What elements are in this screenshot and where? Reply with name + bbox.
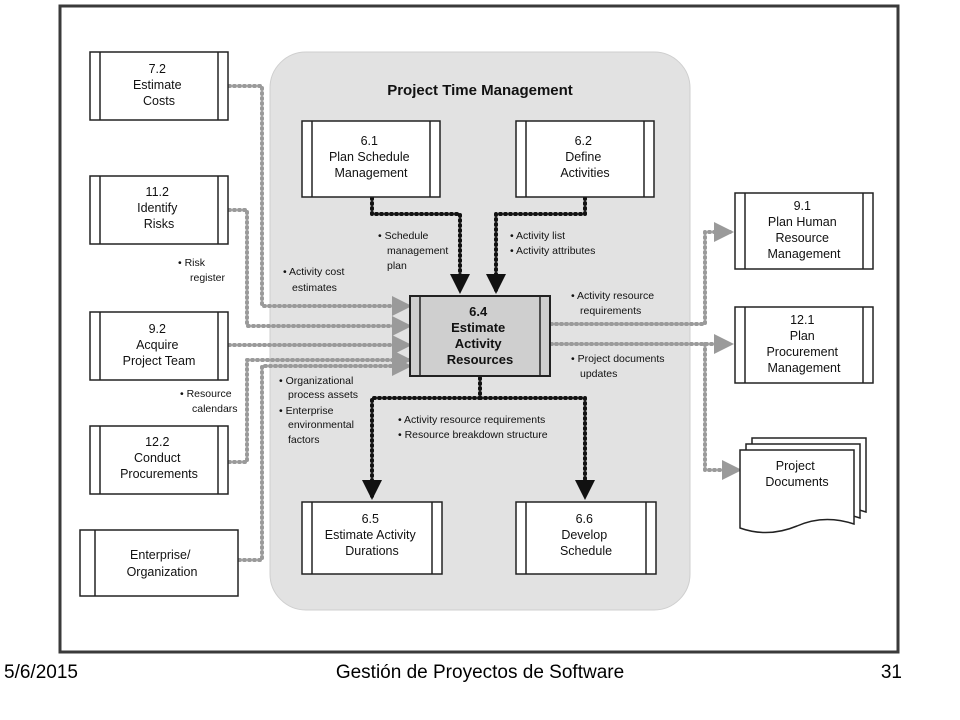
connector-hr [549,222,734,326]
label-org-assets: • Organizational process assets • Enterp… [279,375,361,446]
node-6-5: 6.5 Estimate Activity Durations [301,501,443,575]
svg-text:Enterprise/ Organization: Enterprise/ Organization [127,548,198,579]
connector-to-durations [362,376,482,500]
label-activity-cost-estimates: • Activity cost estimates [283,266,347,294]
svg-text:6.2 Define Activit: 6.2 Define Activities [560,134,609,180]
svg-text:6.1 Plan Schedule: 6.1 Plan Schedule Management [329,134,413,180]
label-activity-list: • Activity list • Activity attributes [510,230,595,257]
svg-text:12.1 Plan Procurem: 12.1 Plan Procurement Management [766,313,841,375]
svg-text:11.2 Identify Risk: 11.2 Identify Risks [137,185,181,231]
connector-define-activities [486,196,587,294]
connector-enterprise [237,356,412,562]
label-project-documents-updates: • Project documents updates [571,353,667,380]
node-12-2: 12.2 Conduct Procurements [89,425,229,495]
label-activity-resource-requirements: • Activity resource requirements [571,290,657,317]
slide-page-number: 31 [880,662,902,683]
node-11-2: 11.2 Identify Risks [89,175,229,245]
connector-plan-schedule [370,196,470,294]
node-6-1: 6.1 Plan Schedule Management [301,120,441,198]
slide-date: 5/6/2015 [4,662,78,683]
project-documents-icon: Project Documents [739,437,867,534]
node-9-2: 9.2 Acquire Project Team [89,311,229,381]
label-resource-calendars: • Resource calendars [180,388,238,415]
svg-text:Project Documents: Project Documents [765,459,828,489]
svg-text:6.5 Estimate Activity: 6.5 Estimate Activity Durations [325,512,419,558]
node-7-2: 7.2 Estimate Costs [89,51,229,121]
slide-footer-title: Gestión de Proyectos de Software [335,662,625,683]
label-requirements-breakdown: • Activity resource requirements • Resou… [398,414,548,441]
connector-procurements [227,350,412,464]
process-diagram: Project Time Management 7.2 Estimate Cos… [58,4,900,654]
group-title: Project Time Management [387,82,573,99]
node-9-1: 9.1 Plan Human Resource Management [734,192,874,270]
svg-text:9.1 Plan Human Res: 9.1 Plan Human Resource Management [768,199,841,261]
node-enterprise-organization: Enterprise/ Organization [79,529,239,597]
svg-text:7.2 Estimate Costs: 7.2 Estimate Costs [133,62,185,108]
node-6-2: 6.2 Define Activities [515,120,655,198]
connector-costs [227,84,412,316]
node-6-6: 6.6 Develop Schedule [515,501,657,575]
svg-text:9.2 Acquire Projec: 9.2 Acquire Project Team [123,322,196,368]
internal-connectors [362,196,595,500]
label-risk-register: • Risk register [178,257,226,284]
label-schedule-management-plan: • Schedule management plan [378,230,451,272]
svg-text:12.2 Conduct Procu: 12.2 Conduct Procurements [120,435,198,481]
input-connectors [227,84,742,562]
svg-text:6.6 Develop Schedu: 6.6 Develop Schedule [560,512,612,558]
connector-to-schedule [478,396,595,500]
connector-risks [227,208,412,336]
connector-documents [703,342,742,480]
svg-text:6.4 Estimate Activ: 6.4 Estimate Activity Resources [447,304,513,367]
node-12-1: 12.1 Plan Procurement Management [734,306,874,384]
node-6-4: 6.4 Estimate Activity Resources [409,295,551,377]
